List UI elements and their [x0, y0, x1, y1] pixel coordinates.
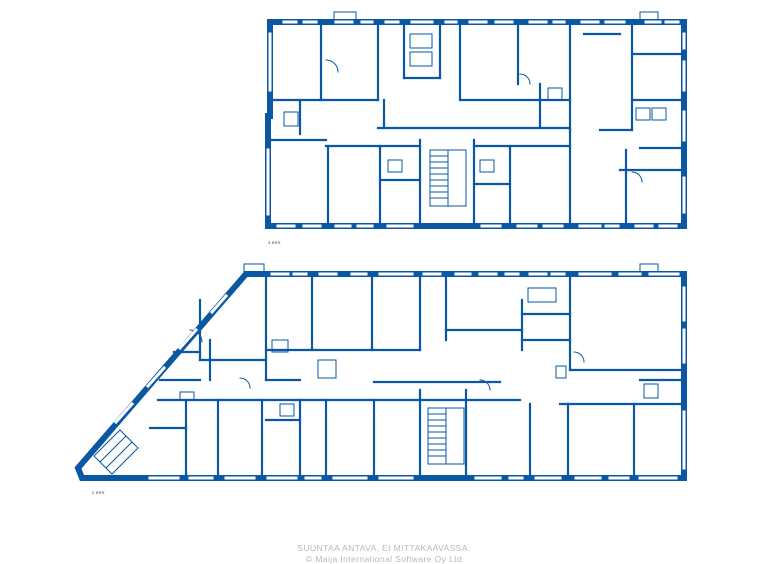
lower-inner-walls: [148, 272, 686, 480]
lower-balconies: [243, 263, 659, 273]
lower-floor-plan: [74, 263, 687, 481]
upper-fixtures: [283, 33, 667, 183]
upper-floor-plan: [265, 11, 687, 229]
footer-copyright: © Maija International Software Oy Ltd: [305, 554, 463, 564]
upper-floor-label: 3.KRS: [268, 240, 281, 245]
lower-fixtures: [179, 287, 659, 417]
upper-staircase: [429, 149, 467, 207]
lower-floor-label: 2.KRS: [92, 490, 105, 495]
lower-staircases: [93, 407, 465, 475]
upper-balconies: [333, 11, 659, 21]
upper-inner-walls: [268, 20, 686, 228]
upper-outer-walls: [265, 19, 687, 229]
footer-disclaimer: SUUNTAA ANTAVA, EI MITTAKAAVASSA.: [297, 543, 471, 553]
lower-outer-walls: [74, 271, 687, 481]
upper-windows: [266, 20, 686, 228]
lower-windows: [113, 272, 686, 480]
